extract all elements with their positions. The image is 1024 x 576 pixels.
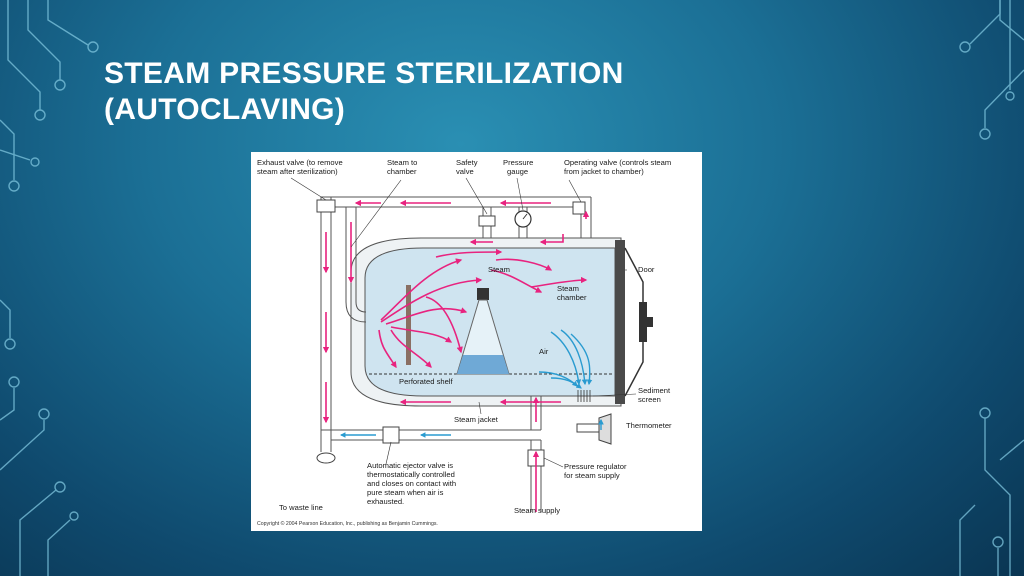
label-steam-chamber-1: Steam — [557, 284, 579, 293]
label-steam-to-chamber-1: Steam to — [387, 158, 417, 167]
perforated-plate — [406, 285, 411, 365]
label-operating-valve-2: from jacket to chamber) — [564, 167, 644, 176]
label-ejector-valve-3: and closes on contact with — [367, 479, 456, 488]
label-thermometer: Thermometer — [626, 421, 672, 430]
exhaust-valve — [316, 199, 336, 213]
label-sediment-screen-1: Sediment — [638, 386, 671, 395]
flask-icon — [456, 288, 510, 375]
label-ejector-valve-2: thermostatically controlled — [367, 470, 455, 479]
label-perforated-shelf: Perforated shelf — [399, 377, 453, 386]
label-pressure-gauge-1: Pressure — [503, 158, 533, 167]
label-air: Air — [539, 347, 549, 356]
air-flow-arrows — [339, 329, 604, 438]
label-exhaust-valve-1: Exhaust valve (to remove — [257, 158, 343, 167]
label-pressure-gauge-2: gauge — [507, 167, 528, 176]
slide-title: STEAM PRESSURE STERILIZATION (AUTOCLAVIN… — [104, 56, 624, 128]
door — [615, 240, 653, 404]
label-ejector-valve-1: Automatic ejector valve is — [367, 461, 453, 470]
label-to-waste-line: To waste line — [279, 503, 323, 512]
label-safety-valve-1: Safety — [456, 158, 478, 167]
sediment-screen — [577, 390, 591, 402]
operating-valve — [572, 201, 586, 215]
thermometer-icon — [576, 413, 612, 445]
label-pressure-regulator-1: Pressure regulator — [564, 462, 627, 471]
label-steam-supply: Steam supply — [514, 506, 560, 515]
label-exhaust-valve-2: steam after sterilization) — [257, 167, 338, 176]
label-steam-to-chamber-2: chamber — [387, 167, 417, 176]
label-steam: Steam — [488, 265, 510, 274]
pipe-network — [320, 196, 592, 512]
safety-valve — [478, 215, 496, 227]
label-door: Door — [638, 265, 655, 274]
label-steam-chamber-2: chamber — [557, 293, 587, 302]
label-ejector-valve-4: pure steam when air is — [367, 488, 444, 497]
label-safety-valve-2: valve — [456, 167, 474, 176]
label-operating-valve-1: Operating valve (controls steam — [564, 158, 671, 167]
autoclave-diagram: Exhaust valve (to remove steam after ste… — [251, 152, 702, 531]
door-handle-icon — [639, 302, 653, 342]
waste-line-valve — [316, 452, 336, 464]
slide-title-line-1: STEAM PRESSURE STERILIZATION — [104, 57, 624, 90]
label-steam-jacket: Steam jacket — [454, 415, 499, 424]
copyright-notice: Copyright © 2004 Pearson Education, Inc.… — [257, 520, 438, 527]
label-sediment-screen-2: screen — [638, 395, 661, 404]
label-pressure-regulator-2: for steam supply — [564, 471, 620, 480]
leader-lines — [290, 177, 637, 468]
pressure-gauge-icon — [514, 210, 532, 228]
slide-title-line-2: (AUTOCLAVING) — [104, 93, 346, 126]
label-ejector-valve-5: exhausted. — [367, 497, 404, 506]
steam-flow-arrows — [322, 199, 590, 512]
automatic-ejector-valve — [382, 426, 400, 444]
